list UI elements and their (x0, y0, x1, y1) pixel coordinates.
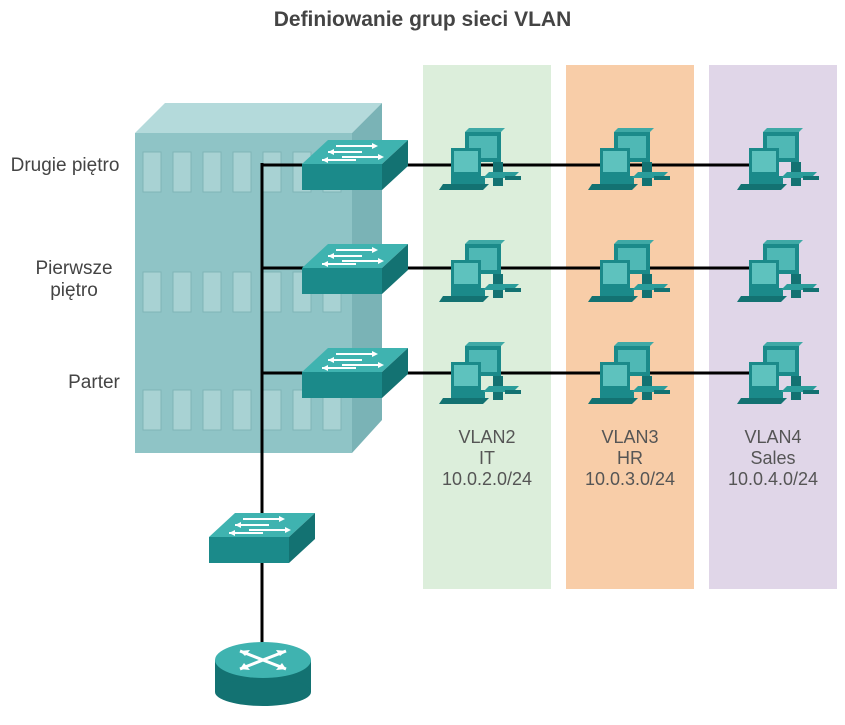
vlan-subnet: 10.0.4.0/24 (727, 469, 819, 489)
vlan-dept: Sales (750, 448, 796, 468)
vlan-name: VLAN4 (744, 427, 802, 447)
vlan-name: VLAN2 (458, 427, 516, 447)
vlan-label-vlan3: VLAN3 HR 10.0.3.0/24 (566, 427, 694, 490)
vlan-subnet: 10.0.2.0/24 (441, 469, 533, 489)
floor-label-first: Pierwsze piętro (14, 258, 134, 302)
vlan-dept: HR (617, 448, 643, 468)
floor-label-first-line2: piętro (50, 280, 98, 301)
vlan-dept: IT (479, 448, 495, 468)
router-icon (215, 642, 311, 706)
vlan-label-vlan2: VLAN2 IT 10.0.2.0/24 (423, 427, 551, 490)
floor-label-second: Drugie piętro (10, 155, 120, 176)
diagram-title: Definiowanie grup sieci VLAN (273, 8, 572, 31)
vlan-label-vlan4: VLAN4 Sales 10.0.4.0/24 (709, 427, 837, 490)
floor-label-first-line1: Pierwsze (35, 258, 113, 279)
floor-label-ground: Parter (68, 372, 120, 393)
vlan-name: VLAN3 (601, 427, 659, 447)
switch-icon-distribution (208, 512, 316, 564)
vlan-subnet: 10.0.3.0/24 (584, 469, 676, 489)
